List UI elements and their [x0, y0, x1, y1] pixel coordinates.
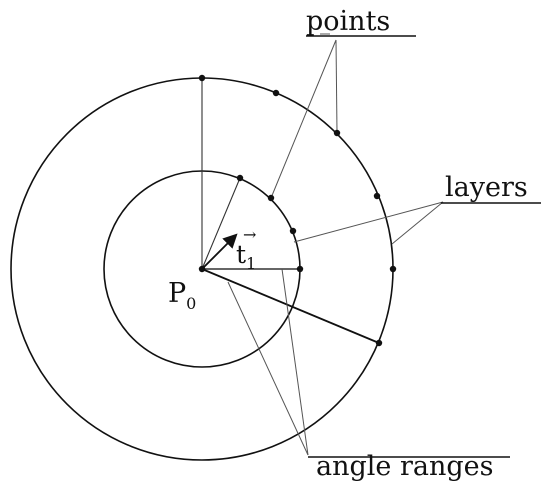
vector-t1-arrow [201, 233, 238, 270]
point [198, 74, 206, 82]
point [267, 194, 275, 202]
point [389, 265, 397, 273]
layers-label: layers [445, 172, 528, 203]
point [373, 192, 381, 200]
angle-ranges-label: angle ranges [316, 451, 493, 482]
point [333, 129, 341, 137]
point [289, 227, 297, 235]
point [198, 265, 206, 273]
point [296, 265, 304, 273]
points-label: points [306, 6, 390, 37]
point [236, 174, 244, 182]
center-point-label: P0 [168, 278, 196, 313]
ray-inner-upper [201, 177, 241, 270]
point [375, 339, 383, 347]
point [272, 89, 280, 97]
ray-outer-lower [201, 268, 380, 344]
vector-arrow-glyph: → [243, 225, 256, 244]
leader-lines [227, 33, 444, 456]
sample-points [198, 74, 397, 347]
vector-t1-label: t1 [236, 240, 256, 273]
